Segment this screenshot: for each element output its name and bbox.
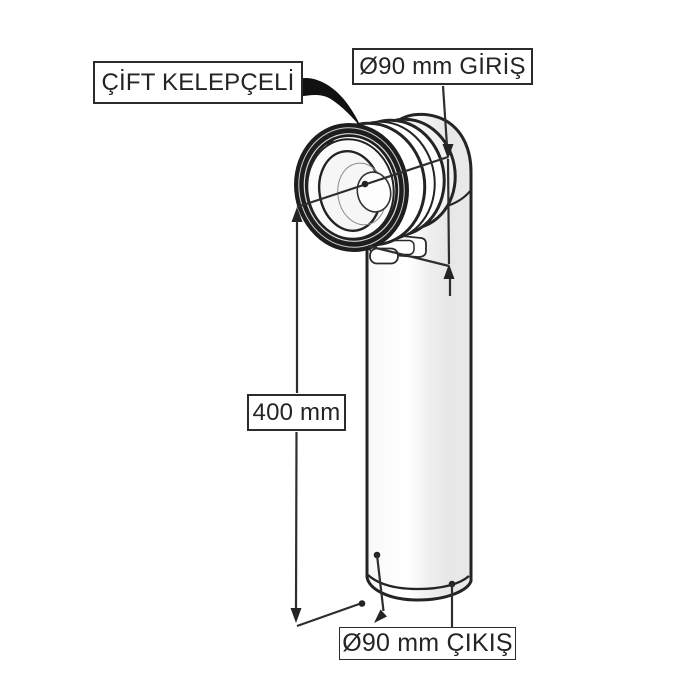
length-dimension (290, 207, 366, 628)
outlet-rim-line (367, 574, 470, 591)
inlet-dimension-label: Ø90 mm GİRİŞ (352, 48, 533, 85)
length-dimension-label: 400 mm (247, 394, 346, 431)
front-gasket-ring (294, 122, 409, 253)
outlet-dimension-label: Ø90 mm ÇIKIŞ (339, 627, 516, 660)
clamp-pointer-swoosh (300, 78, 361, 128)
inlet-clamp-rings (294, 117, 457, 253)
clamp-callout-label: ÇİFT KELEPÇELİ (93, 61, 303, 104)
inlet-diameter-dimension (296, 85, 455, 296)
outlet-leader-lines (373, 551, 456, 627)
